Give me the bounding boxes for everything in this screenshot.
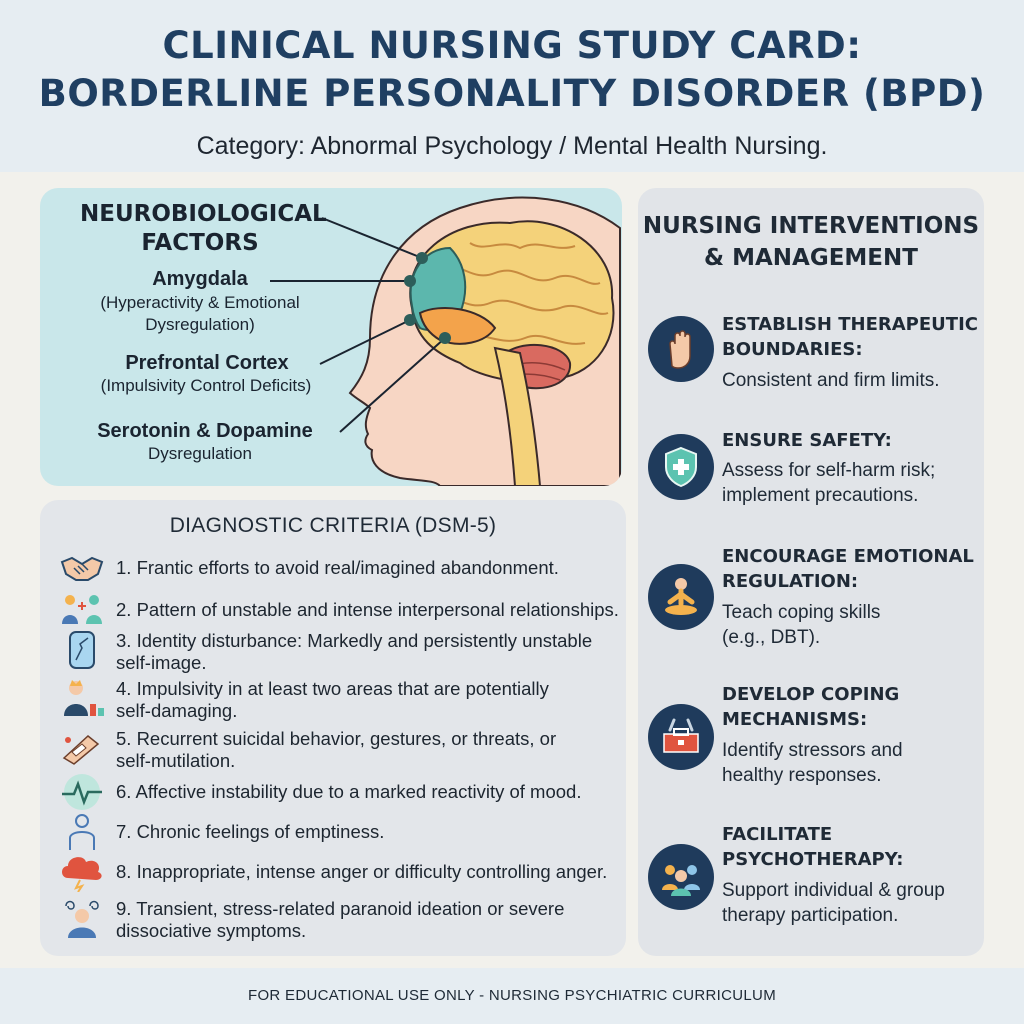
neurobiological-panel: NEUROBIOLOGICAL FACTORS Amygdala (Hypera…	[40, 188, 622, 486]
criterion-text: 6. Affective instability due to a marked…	[116, 781, 582, 802]
diagnostic-criteria-panel: DIAGNOSTIC CRITERIA (DSM-5) 1. Frantic e…	[40, 500, 626, 956]
title-line-1: CLINICAL NURSING STUDY CARD:	[162, 24, 862, 67]
stop-hand-icon	[648, 316, 714, 382]
toolbox-icon	[648, 704, 714, 770]
criterion-text: 2. Pattern of unstable and intense inter…	[116, 599, 619, 620]
meditation-icon	[648, 564, 714, 630]
brain-illustration-icon	[270, 196, 621, 486]
handshake-icon	[60, 556, 104, 581]
dizzy-person-icon	[65, 900, 99, 938]
heartbeat-icon	[62, 774, 102, 810]
title-line-2: BORDERLINE PERSONALITY DISORDER (BPD)	[38, 72, 986, 115]
bandaged-wrist-icon	[62, 735, 100, 765]
criterion-text: 3. Identity disturbance: Markedly and pe…	[116, 630, 593, 673]
intervention-heading: ESTABLISH THERAPEUTIC BOUNDARIES:	[722, 314, 978, 360]
interventions-title: NURSING INTERVENTIONS & MANAGEMENT	[642, 213, 980, 271]
interventions-panel: NURSING INTERVENTIONS & MANAGEMENT ESTAB…	[638, 188, 984, 956]
criterion-text: 1. Frantic efforts to avoid real/imagine…	[116, 557, 559, 578]
storm-cloud-icon	[62, 857, 102, 892]
intervention-description: Teach coping skills (e.g., DBT).	[722, 602, 881, 648]
serotonin-dopamine-label: Serotonin & Dopamine	[97, 420, 313, 442]
criterion-text: 4. Impulsivity in at least two areas tha…	[116, 678, 549, 721]
intervention-heading: DEVELOP COPING MECHANISMS:	[722, 684, 900, 730]
intervention-description: Consistent and firm limits.	[722, 370, 940, 391]
intervention-description: Support individual & group therapy parti…	[722, 880, 945, 926]
criterion-text: 5. Recurrent suicidal behavior, gestures…	[116, 728, 557, 771]
impulsive-person-icon	[64, 680, 104, 716]
intervention-description: Assess for self-harm risk; implement pre…	[722, 460, 936, 506]
broken-mirror-icon	[69, 631, 95, 669]
group-therapy-icon	[648, 844, 714, 910]
intervention-description: Identify stressors and healthy responses…	[722, 740, 903, 786]
people-conflict-icon	[62, 595, 102, 624]
criterion-text: 7. Chronic feelings of emptiness.	[116, 821, 385, 842]
diagnostic-title: DIAGNOSTIC CRITERIA (DSM-5)	[169, 514, 497, 537]
intervention-heading: ENCOURAGE EMOTIONAL REGULATION:	[722, 546, 974, 592]
criterion-text: 8. Inappropriate, intense anger or diffi…	[116, 861, 608, 882]
footer: FOR EDUCATIONAL USE ONLY - NURSING PSYCH…	[0, 968, 1024, 1024]
amygdala-label: Amygdala	[152, 268, 248, 290]
serotonin-dopamine-description: Dysregulation	[148, 444, 252, 463]
prefrontal-cortex-description: (Impulsivity Control Deficits)	[100, 376, 312, 395]
amygdala-description: (Hyperactivity & Emotional Dysregulation…	[100, 293, 300, 334]
page-title: CLINICAL NURSING STUDY CARD: BORDERLINE …	[0, 22, 1024, 118]
page-subtitle: Category: Abnormal Psychology / Mental H…	[196, 132, 828, 160]
intervention-heading: FACILITATE PSYCHOTHERAPY:	[722, 824, 904, 870]
prefrontal-cortex-label: Prefrontal Cortex	[125, 352, 289, 374]
intervention-heading: ENSURE SAFETY:	[722, 430, 892, 451]
shield-cross-icon	[648, 434, 714, 500]
header: CLINICAL NURSING STUDY CARD: BORDERLINE …	[0, 0, 1024, 172]
criterion-text: 9. Transient, stress-related paranoid id…	[116, 898, 565, 941]
neuro-title: NEUROBIOLOGICAL FACTORS	[80, 201, 327, 256]
empty-person-icon	[69, 814, 95, 850]
